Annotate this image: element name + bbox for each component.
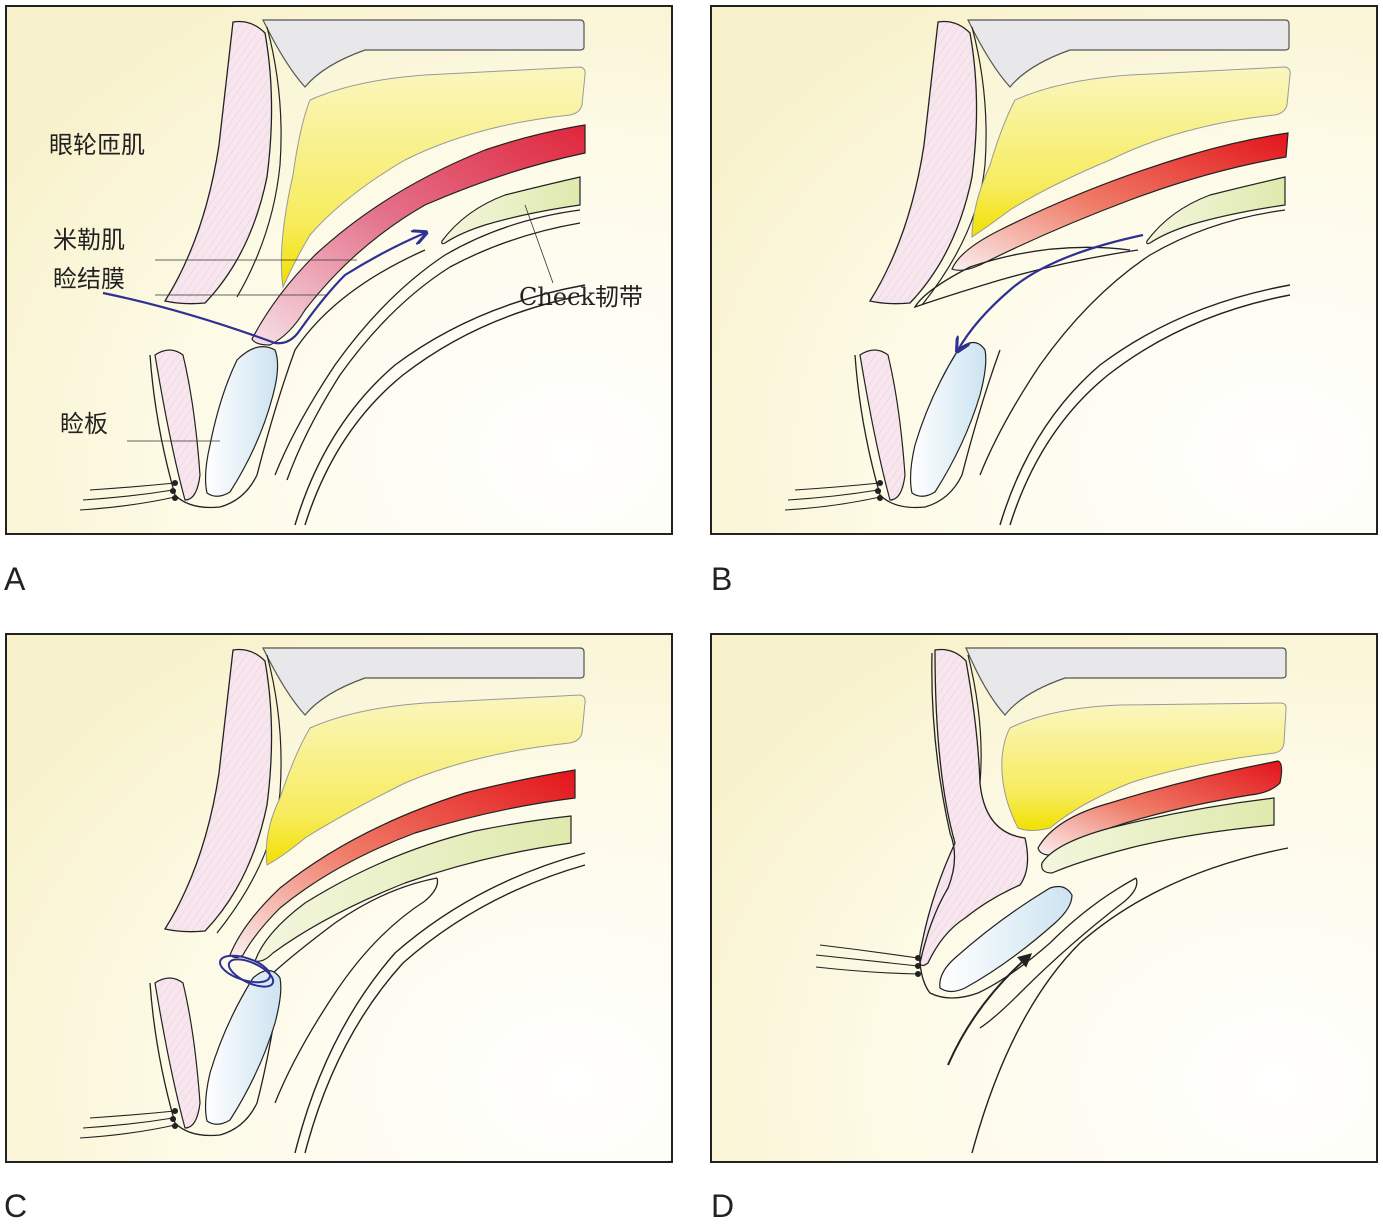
pretarsal-orbicularis (859, 349, 906, 501)
eyelid-skin-outline (854, 349, 1001, 509)
leader-check-ligament (524, 204, 554, 284)
advancement-arrow (958, 233, 1144, 350)
label-muller: 米勒肌 (53, 226, 125, 254)
orbit-lid-outline (919, 652, 956, 964)
orbital-fat (265, 694, 586, 866)
panel-label-d: D (711, 1188, 735, 1224)
check-ligament (441, 176, 581, 245)
label-check-ligament: Check韧带 (519, 283, 643, 311)
eyelid-skin-outline (149, 249, 426, 509)
tarsus-plate (204, 969, 282, 1125)
globe-surface-2 (1009, 294, 1291, 526)
tarsus-plate (909, 341, 987, 497)
label-conjunctiva: 睑结膜 (53, 265, 125, 293)
label-orbicularis: 眼轮匝肌 (49, 131, 145, 159)
orbicularis-muscle (918, 648, 1029, 967)
conjunctiva-flap (913, 246, 1139, 309)
orbital-bone (262, 19, 585, 88)
orbital-bone (262, 647, 585, 716)
conjunctiva-fold (274, 209, 581, 476)
eyelid-skin-outline (919, 877, 1137, 999)
label-tarsus: 睑板 (60, 410, 108, 438)
tarsus-plate (204, 346, 279, 497)
muller-muscle (251, 124, 586, 346)
conjunctiva-fold (979, 209, 1286, 476)
globe-surface (294, 284, 586, 526)
orbital-bone (965, 647, 1287, 716)
elevation-arrow (947, 953, 1033, 1066)
eyelid-skin-outline (149, 982, 281, 1137)
orbital-fat (1001, 702, 1287, 831)
panel-d-diagram (710, 633, 1378, 1163)
muller-muscle (229, 769, 576, 959)
globe-surface (999, 284, 1291, 526)
panel-label-c: C (4, 1188, 28, 1224)
muller-muscle (951, 132, 1289, 271)
panel-label-a: A (4, 561, 26, 597)
orbital-fat (280, 66, 586, 289)
conjunctiva-fold-2 (286, 222, 581, 481)
eyelashes (79, 1107, 179, 1139)
suture-loops (219, 954, 275, 988)
panel-a-diagram: 眼轮匝肌 米勒肌 睑结膜 Check韧带 睑板 (5, 5, 673, 535)
conjunctiva-fold (272, 877, 438, 974)
septum-line (921, 26, 987, 306)
septum-line (236, 26, 282, 298)
globe-surface-2 (304, 294, 586, 526)
panel-b-diagram (710, 5, 1378, 535)
globe-surface-2 (304, 864, 586, 1154)
pretarsal-orbicularis (154, 977, 201, 1129)
globe-surface (971, 847, 1289, 1154)
septum-line (967, 654, 982, 784)
check-ligament (1041, 797, 1275, 874)
conjunctiva-fold (979, 877, 1138, 1029)
tarsus-plate (939, 885, 1073, 993)
incision-arrow (102, 233, 425, 345)
septum-line (216, 654, 282, 934)
orbicularis-muscle (868, 20, 978, 305)
conjunctiva-fold-2 (274, 877, 439, 1104)
orbital-bone (967, 19, 1290, 88)
eyelashes (815, 944, 922, 978)
orbicularis-muscle (163, 648, 273, 933)
panel-label-b: B (711, 561, 733, 597)
eyelashes (79, 479, 179, 511)
orbital-fat (971, 66, 1291, 238)
orbicularis-muscle (163, 20, 273, 305)
globe-surface (294, 852, 586, 1154)
panel-c-diagram (5, 633, 673, 1163)
eyelashes (784, 479, 884, 511)
check-ligament (1146, 176, 1286, 245)
pretarsal-orbicularis (154, 349, 201, 501)
